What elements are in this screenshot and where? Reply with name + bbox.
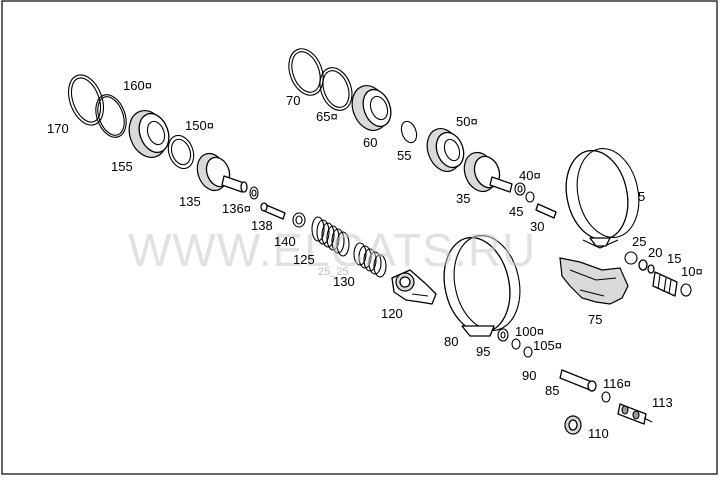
- part-160-seal-ring: [95, 94, 127, 138]
- watermark-text: WWW.ELCATS.RU: [128, 224, 536, 276]
- part-120-servo-cover: [391, 269, 437, 305]
- callout-25: 25: [632, 234, 646, 249]
- watermark-small-text: 25_25: [318, 266, 349, 278]
- part-100-washer: [511, 338, 521, 350]
- part-45-washer: [525, 191, 535, 203]
- callout-130: 130: [333, 274, 355, 289]
- callout-30: 30: [530, 219, 544, 234]
- part-40-washer: [514, 182, 526, 196]
- callout-150: 150¤: [185, 118, 214, 133]
- callout-100: 100¤: [515, 324, 544, 339]
- part-140-washer: [292, 212, 306, 228]
- part-15-boot: [652, 271, 678, 297]
- part-113-sensor: [617, 403, 653, 425]
- part-50-piston: [426, 128, 465, 172]
- part-10-ring: [680, 283, 692, 297]
- part-80-brake-band: [443, 235, 521, 337]
- part-125-spring: [311, 216, 350, 257]
- part-116-washer: [601, 391, 611, 403]
- callout-105: 105¤: [533, 338, 562, 353]
- callout-160: 160¤: [123, 78, 152, 93]
- callout-136: 136¤: [222, 201, 251, 216]
- part-105-washer: [523, 346, 533, 358]
- callout-75: 75: [588, 312, 602, 327]
- callout-170: 170: [47, 121, 69, 136]
- callout-155: 155: [111, 159, 133, 174]
- callout-70: 70: [286, 93, 300, 108]
- callout-110: 110: [588, 426, 609, 441]
- callout-80: 80: [444, 334, 458, 349]
- part-55-snap-ring: [400, 120, 418, 144]
- part-135-piston-rod: [196, 152, 248, 193]
- part-5-brake-band: [565, 147, 640, 249]
- callout-55: 55: [397, 148, 411, 163]
- part-95-washer: [497, 328, 509, 342]
- callout-10: 10¤: [681, 264, 703, 279]
- callout-35: 35: [456, 191, 470, 206]
- part-65-seal-ring: [319, 67, 353, 111]
- part-25-washer: [624, 251, 638, 265]
- callout-5: 5: [638, 189, 645, 204]
- part-85-pin: [559, 369, 597, 392]
- part-130-spring: [353, 242, 387, 278]
- callout-20: 20: [648, 245, 662, 260]
- callout-50: 50¤: [456, 114, 478, 129]
- callout-95: 95: [476, 344, 490, 359]
- part-110-plug: [564, 415, 582, 435]
- part-35-piston-rod: [463, 151, 513, 193]
- part-138-pin: [260, 202, 286, 220]
- callout-113: 113: [652, 395, 673, 410]
- callout-15: 15: [667, 251, 681, 266]
- callout-116: 116¤: [603, 376, 631, 391]
- callout-65: 65¤: [316, 109, 338, 124]
- callout-140: 140: [274, 234, 296, 249]
- callout-90: 90: [522, 368, 536, 383]
- part-150-seal-ring: [167, 134, 195, 170]
- part-30-pin: [535, 203, 557, 219]
- callout-125: 125: [293, 252, 315, 267]
- part-155-piston: [128, 110, 170, 158]
- callout-138: 138: [251, 218, 273, 233]
- part-70-snap-ring: [288, 48, 324, 96]
- part-75-bracket: [559, 257, 629, 305]
- part-136-washer: [249, 186, 259, 200]
- part-20-pin: [638, 259, 655, 274]
- part-60-piston: [351, 85, 392, 131]
- callout-45: 45: [509, 204, 523, 219]
- callout-135: 135: [179, 194, 201, 209]
- part-170-snap-ring: [67, 74, 105, 126]
- callout-60: 60: [363, 135, 377, 150]
- callout-120: 120: [381, 306, 403, 321]
- callout-85: 85: [545, 383, 559, 398]
- callout-40: 40¤: [519, 168, 541, 183]
